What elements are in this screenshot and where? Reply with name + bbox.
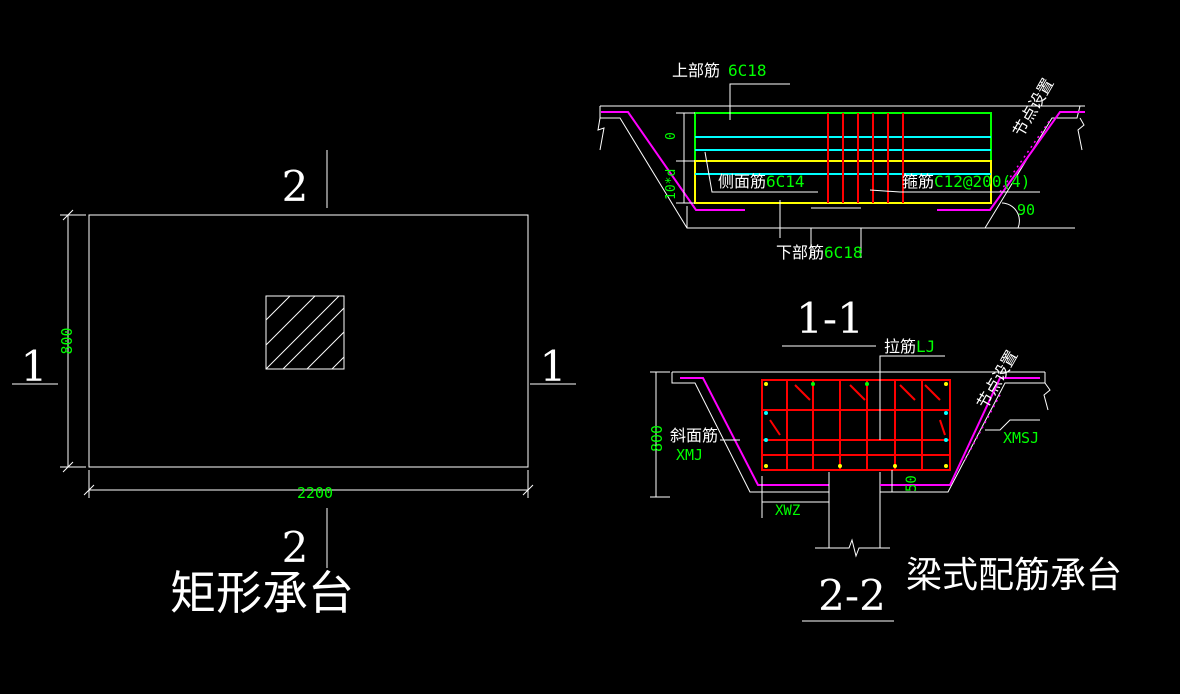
section-2-2-dims bbox=[650, 371, 893, 518]
corner-dots bbox=[764, 382, 948, 468]
dim-800: 800 bbox=[648, 425, 666, 452]
section-1-1-label: 1-1 bbox=[796, 294, 864, 343]
section-mark-1-right: 1 bbox=[540, 342, 567, 391]
break-left bbox=[597, 117, 605, 151]
angle-value: 90 bbox=[1017, 201, 1035, 219]
plan-view: 2200 800 2 2 1 1 矩形承台 bbox=[12, 150, 576, 620]
section-2-2-outline bbox=[671, 372, 829, 493]
leader-stirrup bbox=[869, 189, 1040, 193]
section-2-2-label: 2-2 bbox=[818, 571, 886, 620]
plan-outline bbox=[88, 214, 529, 468]
slope-bar-left bbox=[601, 111, 745, 211]
section-mark-2-bottom: 2 bbox=[282, 523, 309, 572]
slope-value: XMJ bbox=[676, 446, 703, 464]
bottom-bar-label: 下部筋6C18 bbox=[776, 243, 863, 262]
plan-height-dim: 800 bbox=[58, 327, 76, 354]
node-text-2: 节点设置 bbox=[973, 347, 1021, 412]
break-right-2 bbox=[1043, 382, 1051, 411]
section-2-2-outline-right bbox=[880, 372, 1046, 493]
slope-bar-right bbox=[937, 111, 1085, 211]
angle-arc bbox=[1001, 202, 1020, 229]
break-right bbox=[1077, 117, 1085, 151]
plan-width-dim: 2200 bbox=[297, 484, 333, 502]
dim-50: 50 bbox=[904, 475, 920, 492]
leader-side-bar bbox=[704, 151, 818, 193]
leader-tie bbox=[879, 355, 945, 440]
stirrup-label: 箍筋C12@200(4) bbox=[902, 172, 1030, 191]
title-right: 梁式配筋承台 bbox=[906, 555, 1122, 596]
slope-label: 斜面筋 bbox=[670, 426, 718, 445]
stirrups bbox=[827, 113, 904, 203]
section-mark-1-left: 1 bbox=[21, 342, 48, 391]
section-2-2: 拉筋LJ 斜面筋 XMJ XMSJ XWZ 800 50 节点设置 2-2 bbox=[648, 337, 1051, 622]
grid-cage bbox=[761, 379, 951, 471]
column2-break bbox=[815, 538, 890, 558]
leader-xmsj bbox=[985, 419, 1040, 431]
node-text-1: 节点设置 bbox=[1009, 75, 1057, 140]
xmsj-label: XMSJ bbox=[1003, 429, 1039, 447]
slope-dots bbox=[999, 119, 1051, 193]
section-1-1-dim bbox=[676, 112, 695, 204]
hatch-lines bbox=[265, 295, 345, 370]
slope2-right bbox=[880, 377, 1040, 486]
leader-top-bar bbox=[729, 83, 790, 120]
slope2-dots bbox=[964, 394, 1001, 461]
height-dimension bbox=[60, 209, 86, 473]
dim-10d: 10*d bbox=[664, 169, 679, 200]
side-bar-label: 侧面筋6C14 bbox=[718, 172, 805, 191]
section-mark-2-top: 2 bbox=[282, 162, 309, 211]
section-1-1-outline bbox=[599, 106, 1075, 229]
slope2-left bbox=[680, 377, 829, 486]
dim-zero: 0 bbox=[664, 132, 679, 140]
xwz-label: XWZ bbox=[775, 503, 800, 519]
width-dimension bbox=[83, 470, 534, 498]
tie-label: 拉筋LJ bbox=[884, 337, 935, 356]
plan-title: 矩形承台 bbox=[170, 566, 354, 620]
column-hatch bbox=[265, 295, 345, 370]
